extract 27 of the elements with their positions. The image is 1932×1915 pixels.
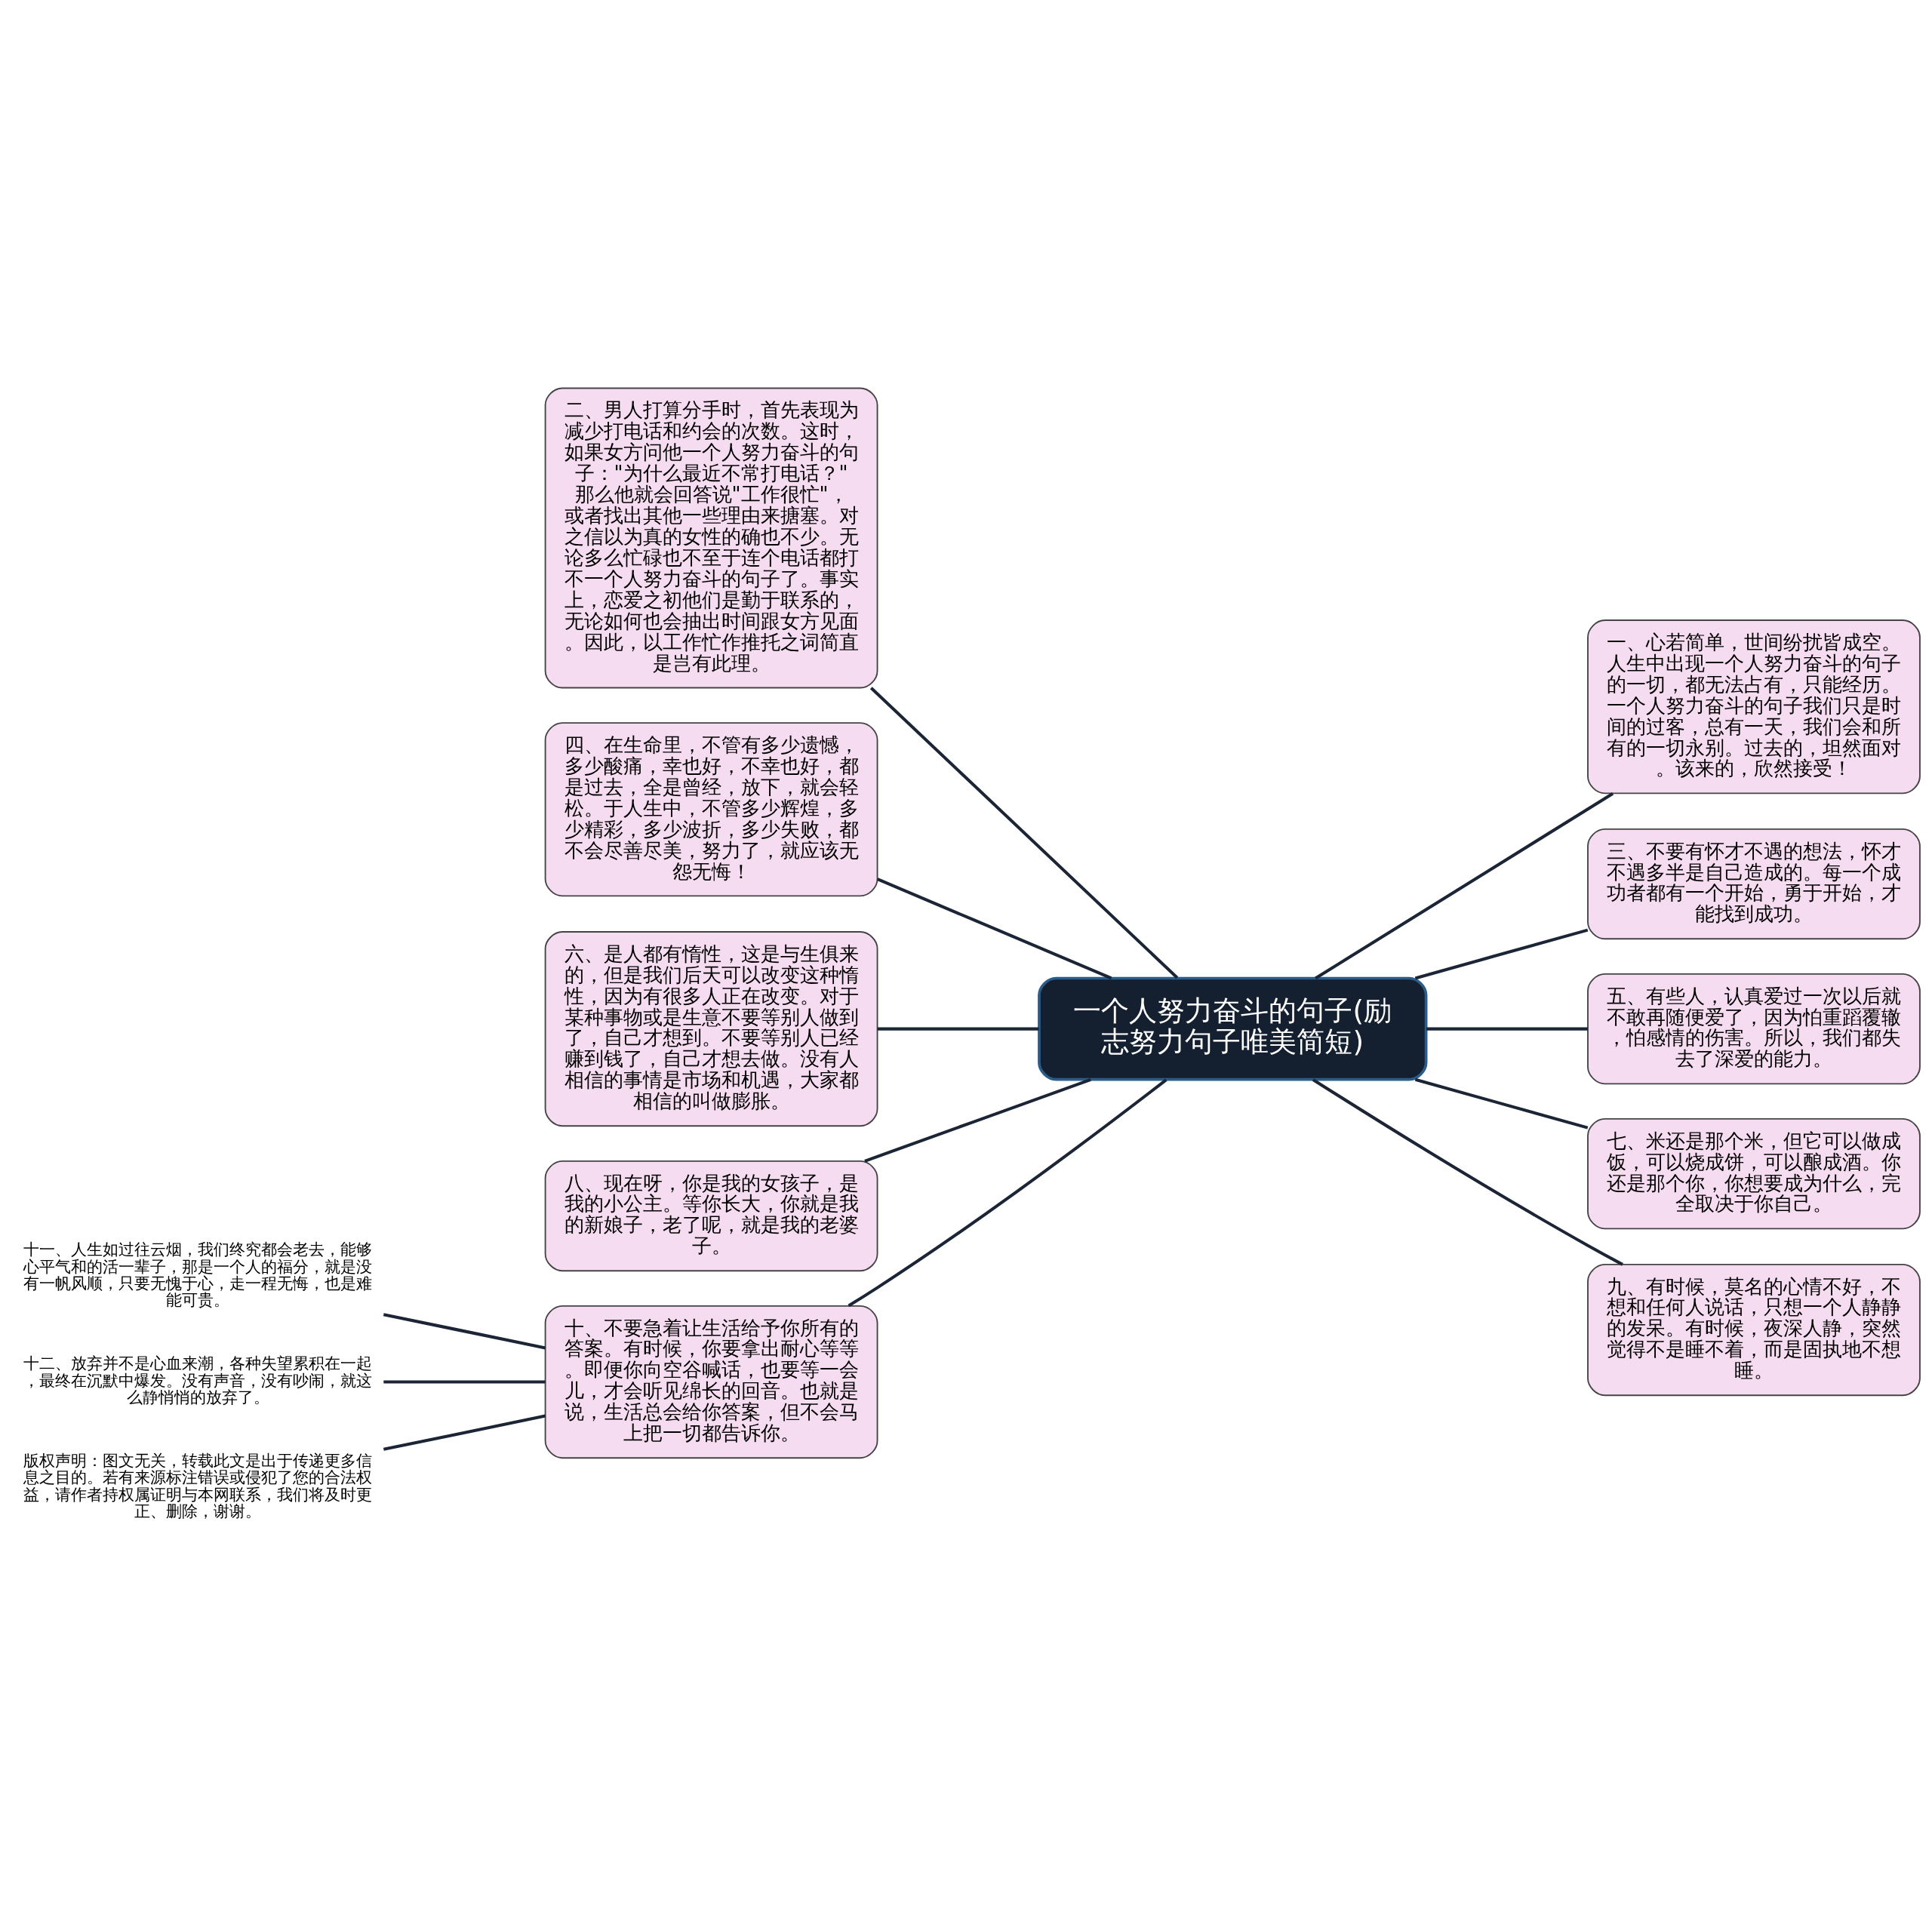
connector [869,687,1179,979]
node-text: 版权声明：图文无关，转载此文是出于传递更多信息之目的。若有来源标注错误或侵犯了您的合法权益，请作者持权属证明与本网联系，我们将及时更正、删除，谢谢。 [23,1452,373,1521]
connector [1312,1078,1623,1266]
node-box: 四、在生命里，不管有多少遗憾，多少酸痛，幸也好，不幸也好，都是过去，全是曾经，放下，就会轻松。于人生中，不管多少辉煌，多少精彩，多少波折，多少失败，都不会尽善尽美，努力了，就应该无怨无悔！ [544,722,878,897]
connector [1414,928,1589,980]
node-text: 十一、人生如过往云烟，我们终究都会老去，能够心平气和的活一辈子，那是一个人的福分，就是没有一帆风顺，只要无愧于心，走一程无悔，也是难能可贵。 [23,1240,373,1310]
node-box: 六、是人都有惰性，这是与生俱来的，但是我们后天可以改变这种惰性，因为有很多人正在改变。对于某种事物或是生意不要等别人做到了，自己才想到。不要等别人已经赚到钱了，自己才想去做。没有人相信的事情是市场和机遇，大家都相信的叫做膨胀。 [544,931,878,1127]
connector [876,878,1112,980]
node-text: 十二、放弃并不是心血来潮，各种失望累积在一起，最终在沉默中爆发。没有声音，没有吵闹，就这么静悄悄的放弃了。 [23,1354,373,1407]
connector [877,1027,1039,1031]
connector [383,1414,546,1451]
node-box: 五、有些人，认真爱过一次以后就不敢再随便爱了，因为怕重蹈覆辙，怕感情的伤害。所以，我们都失去了深爱的能力。 [1587,973,1921,1085]
node-box: 一、心若简单，世间纷扰皆成空。人生中出现一个人努力奋斗的句子的一切，都无法占有，只能经历。一个人努力奋斗的句子我们只是时间的过客，总有一天，我们会和所有的一切永别。过去的，坦然面对。该来的，欣然接受！ [1587,619,1921,795]
node-box: 二、男人打算分手时，首先表现为减少打电话和约会的次数。这时，如果女方问他一个人努力奋斗的句子："为什么最近不常打电话？"那么他就会回答说"工作很忙"，或者找出其他一些理由来搪塞。对之信以为真的女性的确也不少。无论多么忙碌也不至于连个电话都打不一个人努力奋斗的句子了。事实上，恋爱之初他们是勤于联系的，无论如何也会抽出时间跟女方见面。因此，以工作忙作推托之词简直是岂有此理。 [544,387,878,689]
node-box: 七、米还是那个米，但它可以做成饭，可以烧成饼，可以酿成酒。你还是那个你，你想要成为什么，完全取决于你自己。 [1587,1118,1921,1230]
connector [383,1313,546,1350]
node-box: 八、现在呀，你是我的女孩子，是我的小公主。等你长大，你就是我的新娘子，老了呢，就是我的老婆子。 [544,1160,878,1272]
connector [1315,792,1614,980]
connector [1426,1027,1588,1031]
node-box: 十、不要急着让生活给予你所有的答案。有时候，你要拿出耐心等等。即便你向空谷喊话，也要等一会儿，才会听见绵长的回音。也就是说，生活总会给你答案，但不会马上把一切都告诉你。 [544,1305,878,1459]
connector [1414,1077,1589,1130]
node-box: 九、有时候，莫名的心情不好，不想和任何人说话，只想一个人静静的发呆。有时候，夜深人静，突然觉得不是睡不着，而是固执地不想睡。 [1587,1263,1921,1397]
connector [383,1380,546,1384]
node-box: 三、不要有怀才不遇的想法，怀才不遇多半是自己造成的。每一个成功者都有一个开始，勇于开始，才能找到成功。 [1587,828,1921,940]
connector [864,1077,1091,1163]
connector [848,1078,1168,1308]
node-box: 一个人努力奋斗的句子(励志努力句子唯美简短) [1038,976,1428,1081]
